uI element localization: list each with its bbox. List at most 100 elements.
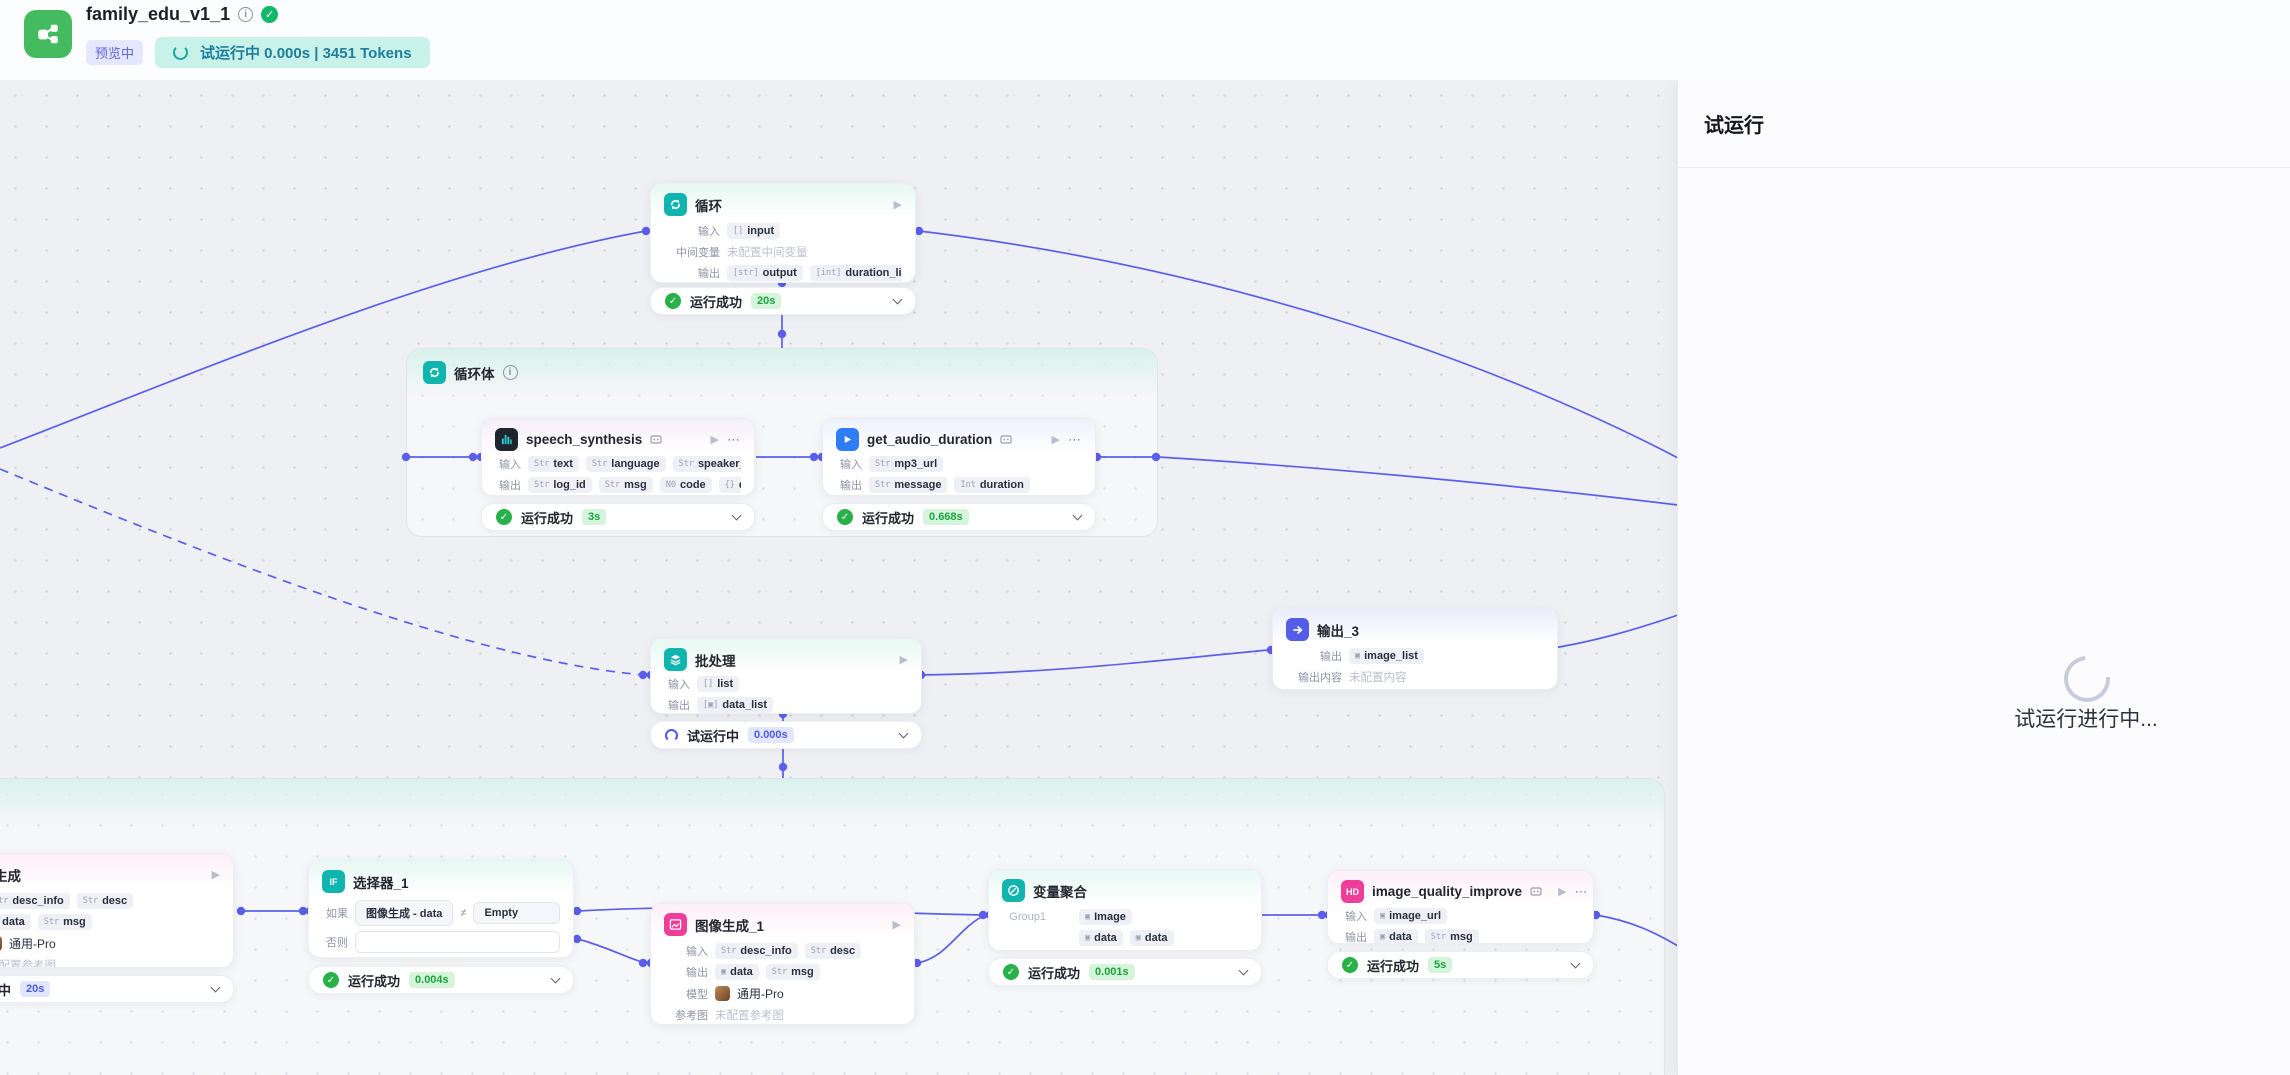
var-chip[interactable]: []list [697,676,739,692]
field-label: 输入 [836,456,862,472]
var-chip[interactable]: ▣Image [1079,909,1132,925]
var-chip[interactable]: Strmsg [766,964,820,980]
node-speech-synthesis[interactable]: speech_synthesis ▶ ⋯ 输入 Strtext Strlangu… [481,418,755,496]
var-chip[interactable]: Strtext [528,456,579,472]
chevron-down-icon[interactable] [732,511,742,521]
loading-text: 试运行进行中... [1950,703,2222,733]
node-selector-1[interactable]: IF 选择器_1 如果 图像生成 - data ≠ Empty 否则 [308,860,574,958]
status-image-gen[interactable]: 试运行中 20s [0,975,234,1003]
var-chip[interactable]: Strmsg [599,477,653,493]
node-loop[interactable]: 循环 ▶ 输入 []input 中间变量 未配置中间变量 输出 [str]out… [650,183,916,283]
chevron-down-icon[interactable] [893,295,903,305]
else-branch[interactable] [355,931,560,953]
run-node-icon[interactable]: ▶ [894,198,902,211]
var-chip[interactable]: [▣]data_list [697,697,773,713]
node-batch[interactable]: 批处理 ▶ 输入 []list 输出 [▣]data_list [650,638,922,714]
run-node-icon[interactable]: ▶ [900,653,908,666]
node-image-quality-improve[interactable]: HD image_quality_improve ▶ ⋯ 输入 ▣image_u… [1327,870,1594,944]
run-node-icon[interactable]: ▶ [893,918,901,931]
node-image-gen[interactable]: 图像生成 ▶ 输入 Strdesc_info Strdesc 输出 ▣data … [0,853,234,968]
duration-badge: 0.001s [1089,964,1135,980]
success-icon: ✓ [665,293,681,309]
var-chip[interactable]: Strdesc [77,893,133,909]
field-label: 中间变量 [664,244,720,260]
field-label: 输出内容 [1286,669,1342,685]
run-status-pill[interactable]: 试运行中 0.000s | 3451 Tokens [155,37,430,68]
condition-right[interactable]: Empty [473,902,560,924]
empty-value: 未配置参考图 [715,1007,784,1023]
field-label: 参考图 [664,1007,708,1023]
var-chip[interactable]: [str]output [727,265,803,281]
var-chip[interactable]: {}data [719,477,741,493]
var-chip[interactable]: ▣data [1079,930,1123,946]
run-node-icon[interactable]: ▶ [1052,433,1060,446]
get-audio-duration-icon [836,428,859,451]
status-variable-aggregate[interactable]: ✓ 运行成功 0.001s [988,958,1262,986]
var-chip[interactable]: Strdesc_info [715,943,798,959]
run-status-text: 试运行中 0.000s | 3451 Tokens [200,42,412,63]
more-icon[interactable]: ⋯ [1068,432,1082,448]
chevron-down-icon[interactable] [1073,511,1083,521]
if-icon: IF [322,870,345,893]
var-chip[interactable]: [int]duration_list [810,265,902,281]
field-label: 输入 [664,943,708,959]
chevron-down-icon[interactable] [551,974,561,984]
var-chip[interactable]: Strmsg [1425,929,1479,944]
var-chip[interactable]: Strmp3_url [869,456,943,472]
node-title: 选择器_1 [353,872,409,892]
var-chip[interactable]: Strlanguage [586,456,666,472]
success-icon: ✓ [496,509,512,525]
chevron-down-icon[interactable] [1239,966,1249,976]
condition-left[interactable]: 图像生成 - data [355,900,453,926]
node-output-3[interactable]: 输出_3 输出 ▣image_list 输出内容 未配置内容 [1272,608,1558,690]
var-chip[interactable]: Strmsg [38,914,92,930]
status-selector-1[interactable]: ✓ 运行成功 0.004s [308,966,574,994]
status-get-audio-duration[interactable]: ✓ 运行成功 0.668s [822,503,1096,531]
var-chip[interactable]: []input [727,223,780,239]
status-batch[interactable]: 试运行中 0.000s [650,721,922,749]
chevron-down-icon[interactable] [211,983,221,993]
var-chip[interactable]: Strmessage [869,477,947,493]
var-chip[interactable]: Intduration [954,477,1029,493]
var-chip[interactable]: ▣data [715,964,759,980]
run-node-icon[interactable]: ▶ [212,868,220,881]
var-chip[interactable]: Strlog_id [528,477,592,493]
more-icon[interactable]: ⋯ [1575,884,1589,900]
plugin-badge-icon [1000,434,1012,445]
run-node-icon[interactable]: ▶ [711,433,719,446]
var-chip[interactable]: ▣data [1374,929,1418,944]
model-avatar [715,986,730,1001]
run-node-icon[interactable]: ▶ [1558,885,1566,898]
var-chip[interactable]: ▣data [0,914,31,930]
node-get-audio-duration[interactable]: get_audio_duration ▶ ⋯ 输入 Strmp3_url 输出 … [822,418,1096,496]
status-text: 运行成功 [862,508,914,527]
info-icon[interactable]: i [238,7,253,22]
duration-badge: 0.000s [748,727,794,743]
loop-icon [423,361,446,384]
speech-synthesis-icon [495,428,518,451]
more-icon[interactable]: ⋯ [727,432,741,448]
loop-icon [664,193,687,216]
duration-badge: 0.668s [923,509,969,525]
status-text: 试运行中 [0,980,11,999]
var-chip[interactable]: ▣image_list [1349,648,1424,664]
var-chip[interactable]: Strdesc_info [0,893,70,909]
var-chip[interactable]: ▣image_url [1374,908,1447,924]
node-variable-aggregate[interactable]: 变量聚合 Group1 ▣Image ▣data ▣data [988,869,1262,951]
status-loop[interactable]: ✓ 运行成功 20s [650,287,916,315]
chevron-down-icon[interactable] [899,729,909,739]
field-label: 输入 [664,223,720,239]
node-image-gen-1[interactable]: 图像生成_1 ▶ 输入 Strdesc_info Strdesc 输出 ▣dat… [650,903,915,1025]
var-chip[interactable]: Strdesc [805,943,861,959]
status-image-quality-improve[interactable]: ✓ 运行成功 5s [1327,951,1594,979]
chevron-down-icon[interactable] [1571,959,1581,969]
status-text: 运行成功 [1028,963,1080,982]
field-label: 输出 [495,477,521,493]
status-speech-synthesis[interactable]: ✓ 运行成功 3s [481,503,755,531]
var-chip[interactable]: N0code [660,477,712,493]
var-chip[interactable]: ▣data [1130,930,1174,946]
model-name: 通用-Pro [737,985,784,1002]
pill-spinner-icon [173,45,188,60]
var-chip[interactable]: Strspeaker_id [673,456,741,472]
node-title: 图像生成_1 [695,915,764,935]
